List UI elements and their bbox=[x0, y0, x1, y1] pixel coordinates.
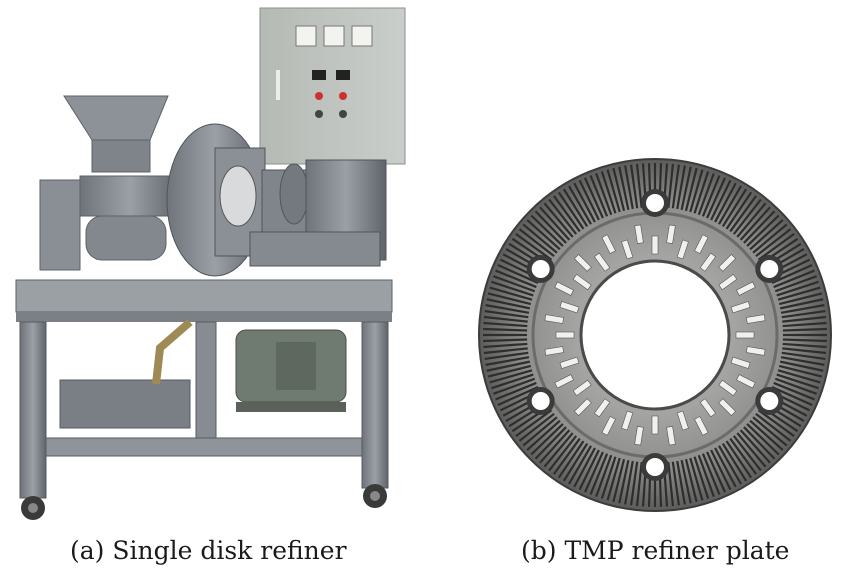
feed-hopper bbox=[63, 95, 169, 173]
drive-motor bbox=[235, 329, 347, 412]
tmp-refiner-plate-photo bbox=[460, 140, 843, 530]
caption-a: (a) Single disk refiner bbox=[70, 536, 347, 565]
caption-b: (b) TMP refiner plate bbox=[521, 536, 790, 565]
control-cabinet bbox=[259, 7, 406, 165]
single-disk-refiner-photo bbox=[0, 0, 420, 530]
